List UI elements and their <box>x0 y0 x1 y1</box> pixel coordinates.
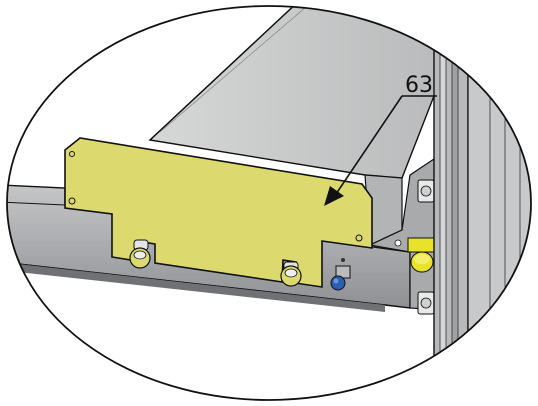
magnifier-outline <box>6 5 532 401</box>
end-screw-bottom <box>417 291 435 315</box>
end-screw-top <box>417 179 435 203</box>
yellow-button <box>407 237 435 273</box>
callout-number: 63 <box>405 73 433 98</box>
thumb-screw-left <box>129 239 151 269</box>
thumb-screw-right <box>280 261 302 287</box>
callout-leader <box>324 95 437 206</box>
blue-sensor <box>330 258 351 291</box>
